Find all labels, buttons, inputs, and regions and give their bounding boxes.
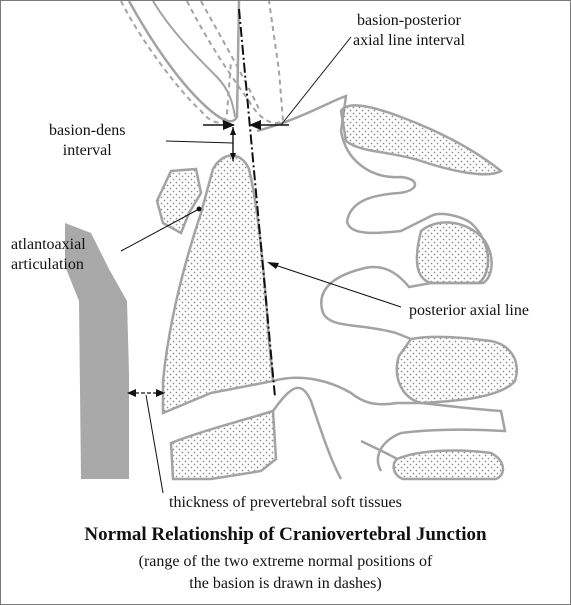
label-basion-dens-line1: basion-dens xyxy=(49,122,126,139)
clivus-basion xyxy=(127,1,241,123)
label-prevertebral: thickness of prevertebral soft tissues xyxy=(169,494,402,511)
basion-dashed-position-2b xyxy=(200,1,260,110)
label-basion-posterior: basion-posterior axial line interval xyxy=(353,11,465,51)
figure-title: Normal Relationship of Craniovertebral J… xyxy=(84,524,487,545)
label-basion-posterior-line1: basion-posterior xyxy=(356,12,461,29)
label-basion-dens: basion-dens interval xyxy=(49,121,125,161)
atlas-posterior-arch xyxy=(415,221,493,285)
label-atlantoaxial-line1: atlantoaxial xyxy=(11,236,86,253)
label-atlantoaxial-line2: articulation xyxy=(11,256,84,273)
c3-spinous-process xyxy=(392,449,505,481)
c3-vertebral-body xyxy=(169,409,278,481)
bpi-arrowhead-left xyxy=(223,120,235,130)
c2-lamina xyxy=(272,376,507,472)
atlas-anterior-arch xyxy=(155,167,203,235)
atlantoaxial-leader xyxy=(120,208,200,252)
label-basion-posterior-line2: axial line interval xyxy=(353,32,465,49)
label-atlantoaxial: atlantoaxial articulation xyxy=(11,235,86,275)
c2-spinous-process xyxy=(395,335,518,405)
basion-dashed-position-2 xyxy=(186,1,285,124)
bpi-arrowhead-right xyxy=(249,120,261,130)
atlantoaxial-dot xyxy=(196,206,202,212)
c3-lamina xyxy=(360,439,398,461)
posterior-axial-leader-arrow xyxy=(267,262,279,269)
bdi-leader xyxy=(165,140,234,144)
figure-caption: (range of the two extreme normal positio… xyxy=(1,551,570,595)
prevertebral-arrow-left xyxy=(127,389,136,397)
label-posterior-axial-line: posterior axial line xyxy=(409,302,529,319)
basion-dashed-position-1 xyxy=(120,1,232,124)
posterior-axial-line xyxy=(238,8,276,398)
bdi-arrowhead-top xyxy=(230,127,236,135)
prevertebral-soft-tissue xyxy=(65,223,129,479)
bdi-arrowhead-bottom xyxy=(230,153,236,161)
occipital-bone-fragment xyxy=(339,104,504,176)
c3-posterior-elements xyxy=(271,386,343,480)
posterior-arch-atlas xyxy=(256,94,490,341)
label-basion-dens-line2: interval xyxy=(62,142,112,159)
clivus-inner-edge xyxy=(152,1,236,118)
posterior-axial-leader xyxy=(268,262,402,308)
prevertebral-leader xyxy=(145,394,164,494)
caption-line-1: (range of the two extreme normal positio… xyxy=(138,553,433,570)
prevertebral-arrow-right xyxy=(156,389,165,397)
bpi-leader xyxy=(280,36,352,126)
caption-line-2: the basion is drawn in dashes) xyxy=(189,575,382,592)
